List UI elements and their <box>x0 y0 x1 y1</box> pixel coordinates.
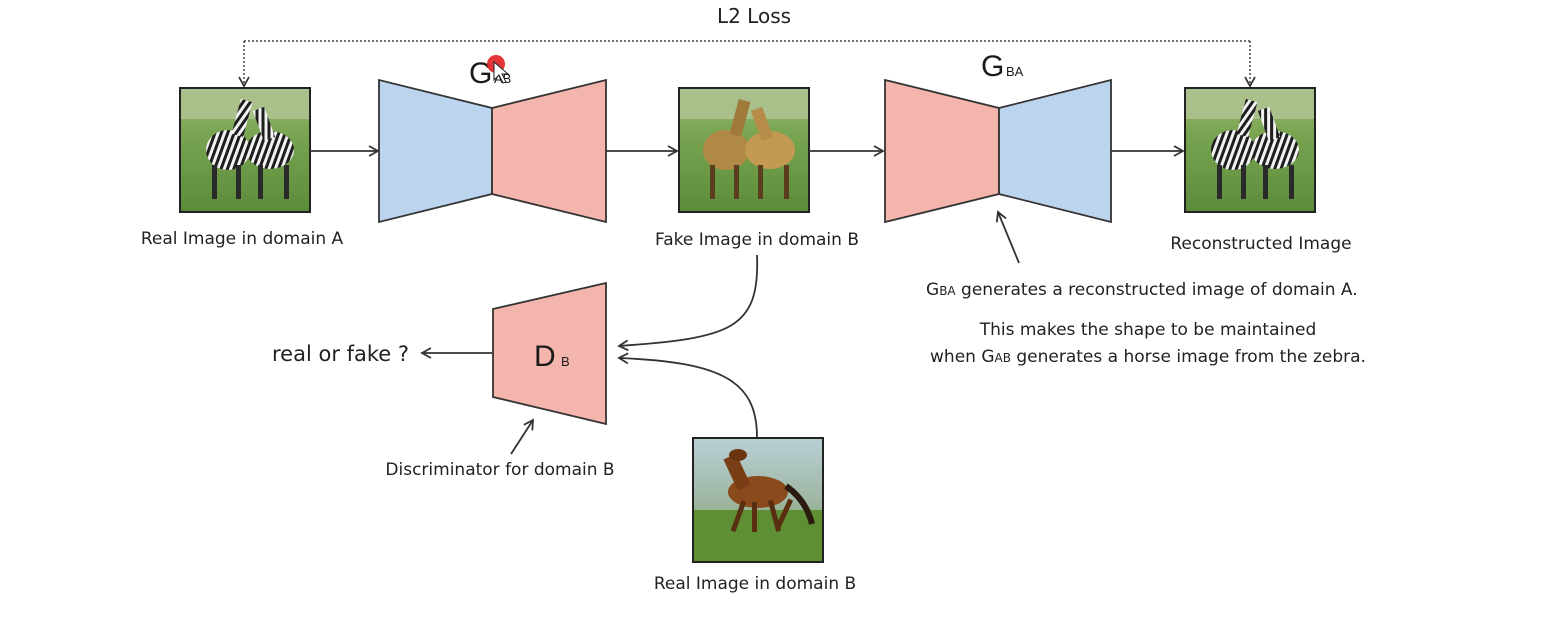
reconstructed-image-label: Reconstructed Image <box>1170 234 1351 254</box>
db-letter: D <box>534 340 556 373</box>
gab-decoder <box>491 78 607 224</box>
discriminator-caption: Discriminator for domain B <box>385 460 614 480</box>
generator-gab <box>378 78 607 224</box>
real-image-a <box>179 87 311 213</box>
fake-image-b <box>678 87 810 213</box>
discriminator-db <box>492 281 607 426</box>
l2-loss-connector <box>238 40 1256 88</box>
real-image-a-label: Real Image in domain A <box>141 229 344 249</box>
note-line-2: This makes the shape to be maintained <box>979 320 1317 340</box>
db-subscript: B <box>561 354 570 369</box>
note-line-3: when GAB generates a horse image from th… <box>930 347 1366 367</box>
arrow-note-to-gba <box>995 210 1020 264</box>
gba-encoder <box>884 78 1000 224</box>
reconstructed-image <box>1184 87 1316 213</box>
fake-image-b-label: Fake Image in domain B <box>655 230 859 250</box>
arrow-fake-b-to-db <box>617 254 759 352</box>
generator-gba <box>884 78 1112 224</box>
gba-decoder <box>998 78 1112 224</box>
gab-encoder <box>378 78 493 224</box>
mouse-cursor-icon <box>487 55 510 84</box>
real-image-b <box>692 437 824 563</box>
gba-subscript: BA <box>1006 64 1024 79</box>
note-line-1: GBA generates a reconstructed image of d… <box>926 280 1358 300</box>
arrow-caption-to-db <box>510 418 535 455</box>
gba-letter: G <box>981 50 1004 83</box>
gab-letter: G <box>469 57 492 90</box>
l2-loss-label: L2 Loss <box>717 4 791 28</box>
arrow-real-b-to-db <box>617 352 758 438</box>
real-image-b-label: Real Image in domain B <box>654 574 856 594</box>
real-or-fake-label: real or fake ? <box>272 342 409 366</box>
